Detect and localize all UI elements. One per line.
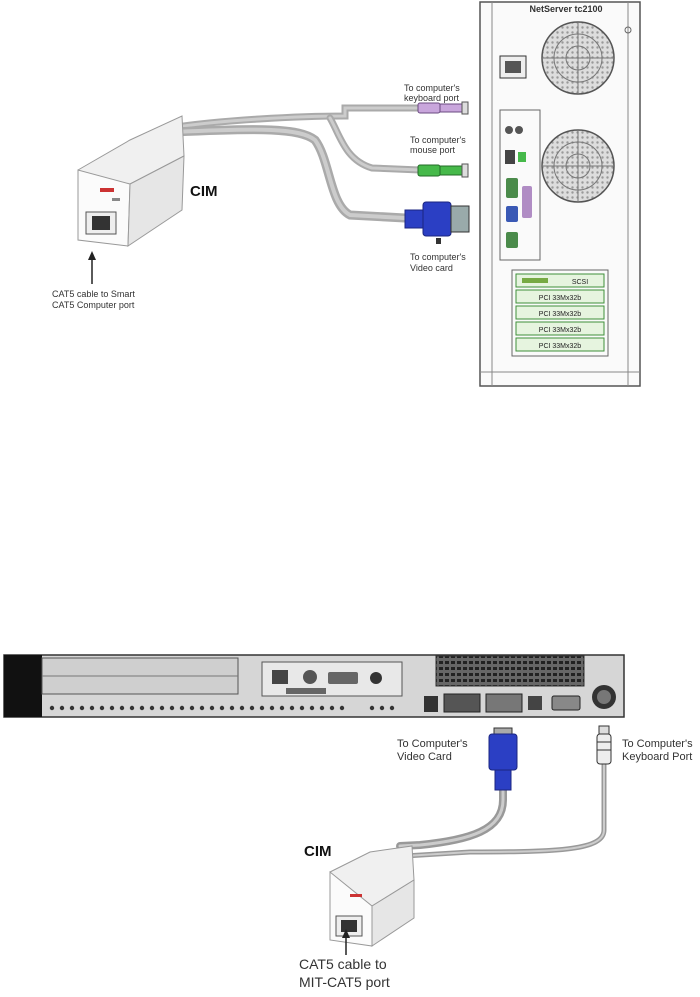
server-title: NetServer tc2100	[529, 4, 602, 14]
mouse-callout-line1: To computer's	[410, 135, 466, 145]
cat5-callout-top-line1: CAT5 cable to Smart	[52, 289, 135, 299]
rack-server-back	[3, 654, 625, 718]
power-socket	[499, 55, 527, 79]
mouse-callout-line2: mouse port	[410, 145, 456, 155]
expansion-slots: SCSI PCI 33Mx32b PCI 33Mx32b PCI 33Mx32b…	[511, 269, 609, 357]
video-callout-line2: Video card	[410, 263, 453, 273]
fan-bottom	[541, 129, 615, 203]
arrow-up-top	[88, 251, 96, 284]
cat5-callout-bottom-line2: MIT-CAT5 port	[299, 974, 390, 990]
cat5-callout-top-line2: CAT5 Computer port	[52, 300, 135, 310]
server-chassis: NetServer tc2100	[479, 1, 641, 387]
cables-bottom	[396, 757, 607, 859]
arrow-up-bottom	[342, 929, 350, 955]
cim-device-bottom	[329, 845, 415, 947]
cat5-callout-bottom-line1: CAT5 cable to	[299, 956, 387, 972]
video-plug-bottom	[488, 727, 518, 791]
keyboard-callout-line1: To computer's	[404, 83, 460, 93]
keyboard-callout-bottom-line2: Keyboard Port	[622, 751, 692, 763]
mouse-plug	[417, 163, 469, 178]
keyboard-plug-bottom	[596, 725, 612, 765]
cim-label-bottom: CIM	[304, 843, 332, 860]
slot-pci-1-label: PCI 33Mx32b	[539, 295, 582, 302]
video-plug	[404, 201, 470, 244]
slot-scsi-label: SCSI	[572, 279, 588, 286]
video-callout-line1: To computer's	[410, 252, 466, 262]
slot-pci-4-label: PCI 33Mx32b	[539, 343, 582, 350]
io-ports	[505, 126, 532, 248]
video-callout-bottom-line1: To Computer's	[397, 738, 468, 750]
cim-label-top: CIM	[190, 183, 218, 200]
slot-pci-3-label: PCI 33Mx32b	[539, 327, 582, 334]
keyboard-callout-line2: keyboard port	[404, 93, 460, 103]
slot-pci-2-label: PCI 33Mx32b	[539, 311, 582, 318]
bottom-figure: CIM To Computer's Video Card To Computer…	[3, 654, 693, 990]
vent-holes	[49, 705, 395, 711]
fan-top	[541, 21, 615, 95]
keyboard-callout-bottom-line1: To Computer's	[622, 738, 693, 750]
video-callout-bottom-line2: Video Card	[397, 751, 452, 763]
top-figure: NetServer tc2100	[52, 1, 641, 387]
keyboard-plug	[417, 101, 469, 115]
cables-top	[166, 104, 424, 223]
cim-device-top	[77, 115, 185, 247]
